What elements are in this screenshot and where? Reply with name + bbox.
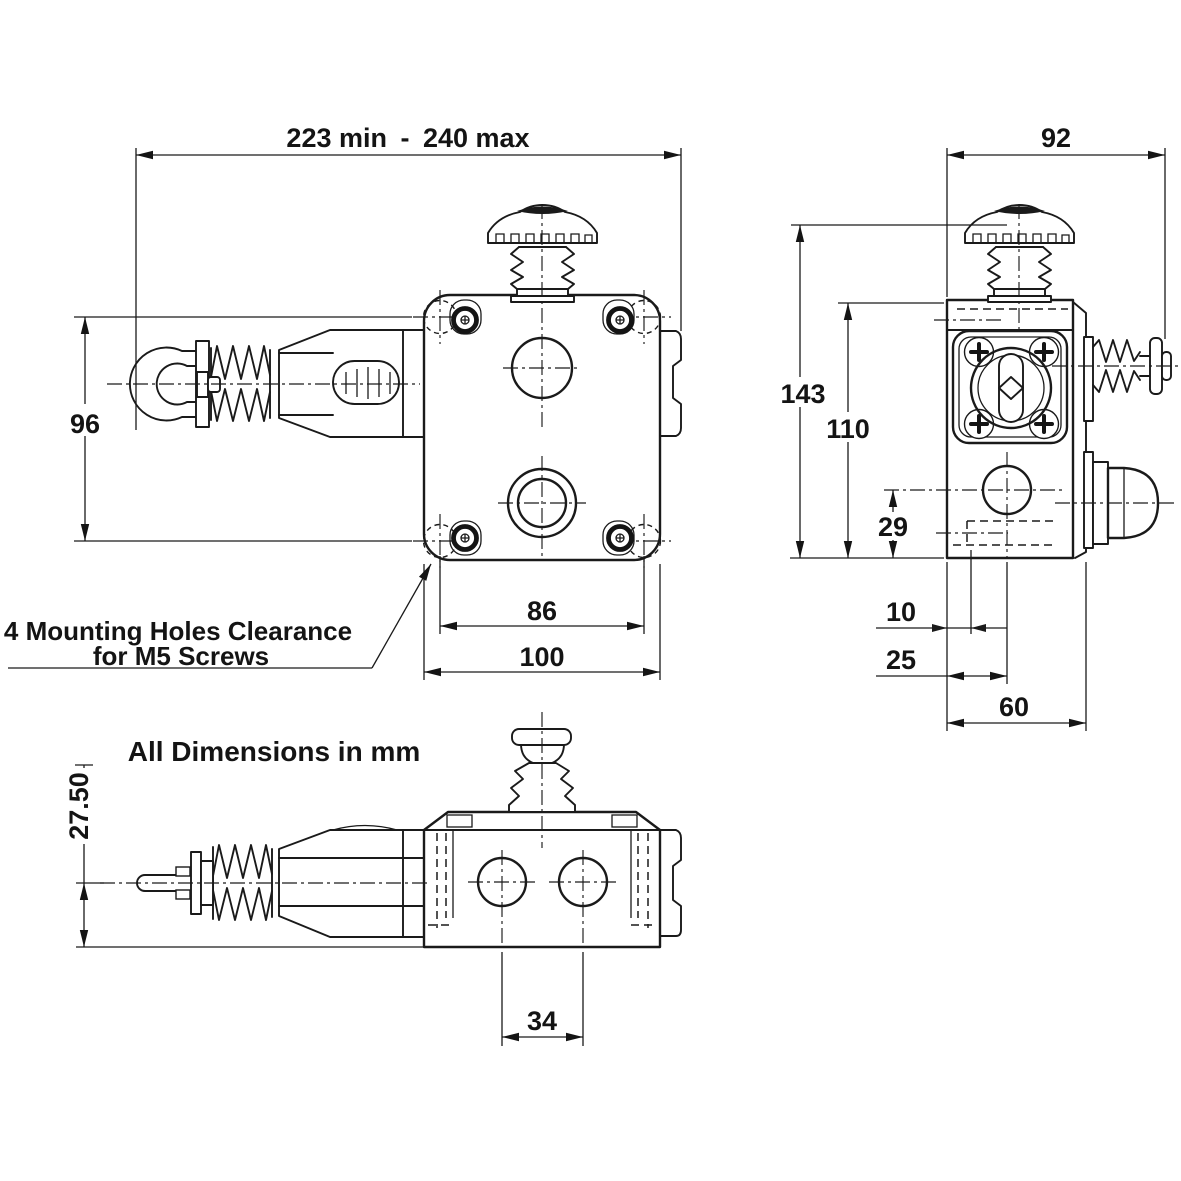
- dim-body-width: 100: [519, 642, 564, 672]
- dim-overall-height: 143: [780, 379, 825, 409]
- front-view: 223 min - 240 max 96 86 100 4 Mounting H…: [4, 123, 682, 680]
- side-dimensions: 92 143 110 29 10 25 60: [776, 123, 1166, 731]
- cover-screws: [451, 306, 634, 552]
- top-body: [422, 810, 682, 949]
- top-flange: [659, 829, 682, 937]
- dim-overall-length: 223 min - 240 max: [286, 123, 529, 153]
- dim-mount-vertical: 96: [70, 409, 100, 439]
- plate-screws: [963, 336, 1060, 440]
- front-body: [422, 293, 682, 562]
- mounting-note: 4 Mounting Holes Clearance for M5 Screws: [4, 563, 432, 671]
- units-note: All Dimensions in mm: [128, 736, 421, 767]
- side-hidden-lines: [953, 308, 1068, 546]
- screw-ear: [449, 520, 482, 556]
- screw-ear: [602, 520, 635, 556]
- mushroom-top-profile: [508, 728, 576, 813]
- dim-cable-entry-offset: 25: [886, 645, 916, 675]
- front-dimensions: 223 min - 240 max 96 86 100: [64, 123, 682, 680]
- side-tab: [659, 330, 682, 437]
- dim-cable-entry-spacing: 34: [527, 1006, 557, 1036]
- rotary-cam: [969, 346, 1053, 430]
- mounting-note-line2: for M5 Screws: [93, 641, 269, 671]
- dim-body-depth: 60: [999, 692, 1029, 722]
- side-centerlines: [884, 204, 1178, 558]
- plunger-side: [1083, 451, 1160, 549]
- top-hidden-lines: [428, 833, 656, 928]
- dim-body-height: 110: [826, 414, 870, 444]
- rope-attachment-side: [1083, 336, 1172, 422]
- rope-pin-top: [136, 851, 214, 915]
- dim-rope-axis-height: 27.50: [64, 772, 94, 840]
- dim-mount-horizontal: 86: [527, 596, 557, 626]
- screw-ear: [602, 299, 635, 335]
- rope-eyelet: [128, 340, 221, 428]
- dim-cable-entry-height: 29: [878, 512, 908, 542]
- rope-lever-arm-top: [278, 824, 425, 938]
- lever-window: [332, 360, 400, 405]
- top-dimensions: 27.50 34: [64, 764, 584, 1046]
- side-view: 92 143 110 29 10 25 60: [776, 123, 1178, 731]
- top-view: 27.50 34 All Dimensions in mm: [64, 712, 682, 1046]
- mounting-note-line1: 4 Mounting Holes Clearance: [4, 616, 352, 646]
- side-flange: [1072, 301, 1087, 559]
- dim-side-width: 92: [1041, 123, 1071, 153]
- front-centerlines: [107, 204, 586, 556]
- head-plate: [951, 329, 1069, 445]
- top-centerlines: [100, 712, 617, 948]
- dim-conduit-offset: 10: [886, 597, 916, 627]
- rope-lever-arm: [278, 329, 425, 438]
